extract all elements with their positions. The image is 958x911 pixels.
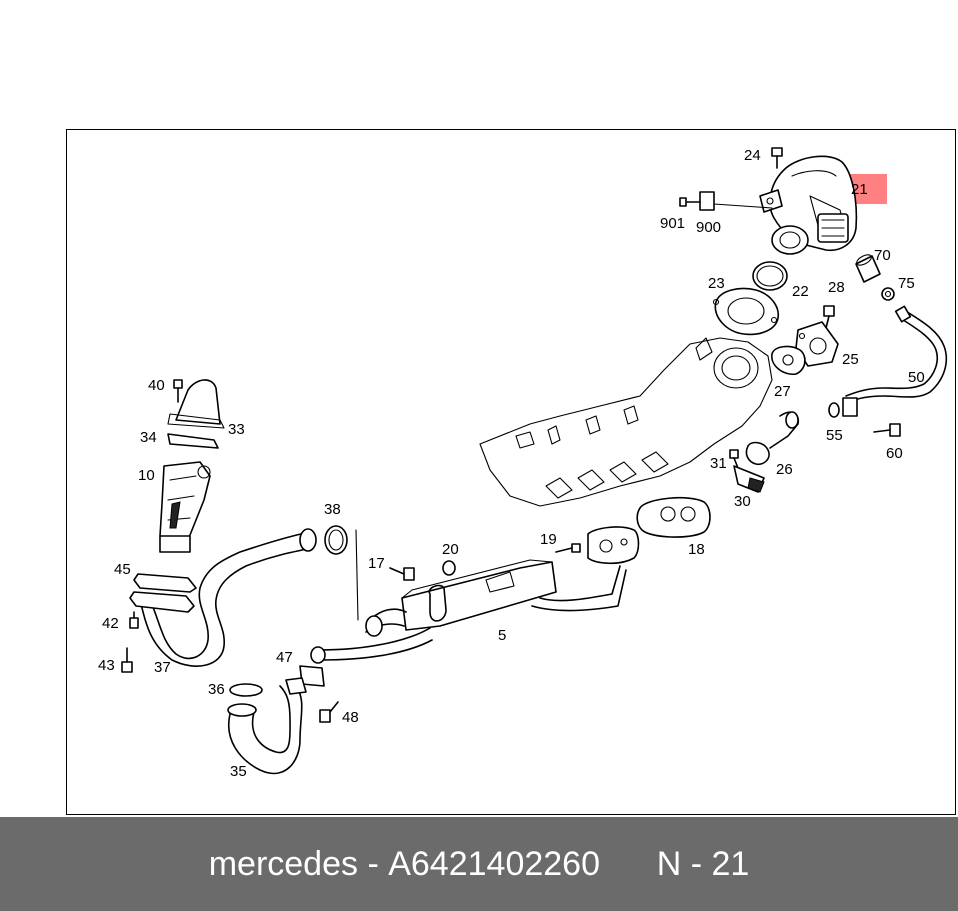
label-34: 34 [140, 429, 157, 446]
label-901: 901 [660, 215, 685, 232]
bolt-43 [121, 647, 133, 673]
label-37: 37 [154, 659, 171, 676]
bolt-24 [771, 147, 783, 169]
gasket-22 [752, 261, 788, 291]
label-45: 45 [114, 561, 131, 578]
label-33: 33 [228, 421, 245, 438]
label-17: 17 [368, 555, 385, 572]
footer-brand: mercedes [208, 844, 358, 883]
label-900: 900 [696, 219, 721, 236]
bolt-19 [555, 543, 581, 553]
flange-19-region [587, 526, 640, 565]
bolt-31 [729, 449, 739, 469]
gasket-34 [167, 433, 219, 449]
gasket-23 [712, 287, 780, 336]
label-27: 27 [774, 383, 791, 400]
label-50: 50 [908, 369, 925, 386]
label-40: 40 [148, 377, 165, 394]
seal-38 [324, 525, 348, 555]
label-60: 60 [886, 445, 903, 462]
label-38: 38 [324, 501, 341, 518]
o-ring-20 [442, 560, 456, 576]
gasket-27 [771, 345, 806, 376]
footer-caption-bar: mercedes - A6421402260 N - 21 [0, 817, 958, 911]
footer-separator: - [358, 844, 389, 883]
bolt-17 [389, 567, 415, 581]
label-28: 28 [828, 279, 845, 296]
label-30: 30 [734, 493, 751, 510]
clamp-30 [733, 465, 765, 493]
label-47: 47 [276, 649, 293, 666]
label-20: 20 [442, 541, 459, 558]
label-55: 55 [826, 427, 843, 444]
pipe-50 [842, 305, 948, 417]
egr-valve-10 [159, 461, 211, 553]
egr-cooler-5 [310, 529, 627, 664]
bolt-42 [129, 611, 139, 629]
footer-part-number: A6421402260 [388, 844, 600, 883]
label-31: 31 [710, 455, 727, 472]
label-22: 22 [792, 283, 809, 300]
label-10: 10 [138, 467, 155, 484]
label-18: 18 [688, 541, 705, 558]
label-35: 35 [230, 763, 247, 780]
label-25: 25 [842, 351, 859, 368]
label-26: 26 [776, 461, 793, 478]
footer-position-ref: N - 21 [656, 844, 750, 883]
label-24: 24 [744, 147, 761, 164]
footer-gap [600, 845, 657, 884]
washer-55 [828, 402, 840, 418]
clamp-75 [881, 287, 895, 301]
connector-900-901 [679, 191, 773, 211]
label-75: 75 [898, 275, 915, 292]
label-21: 21 [851, 181, 868, 198]
gasket-45 [133, 573, 197, 593]
label-42: 42 [102, 615, 119, 632]
label-48: 48 [342, 709, 359, 726]
sleeve-70 [855, 254, 881, 283]
label-19: 19 [540, 531, 557, 548]
pipe-35 [227, 677, 307, 775]
gasket-18 [636, 496, 711, 538]
bolt-60 [873, 423, 901, 437]
bracket-33 [167, 379, 225, 429]
label-36: 36 [208, 681, 225, 698]
flange-37 [129, 591, 195, 613]
gasket-26 [745, 441, 770, 466]
bolt-48 [319, 701, 339, 723]
label-43: 43 [98, 657, 115, 674]
label-23: 23 [708, 275, 725, 292]
label-5: 5 [498, 627, 506, 644]
seal-36 [229, 683, 263, 697]
manifold-outline [479, 337, 800, 507]
pipe-37 [139, 528, 317, 667]
bolt-28 [823, 305, 835, 329]
egr-valve-21 [759, 155, 858, 255]
label-70: 70 [874, 247, 891, 264]
exploded-parts-diagram: 21 24 901 900 70 75 23 22 28 25 27 50 55… [98, 147, 948, 780]
bolt-40 [173, 379, 183, 403]
